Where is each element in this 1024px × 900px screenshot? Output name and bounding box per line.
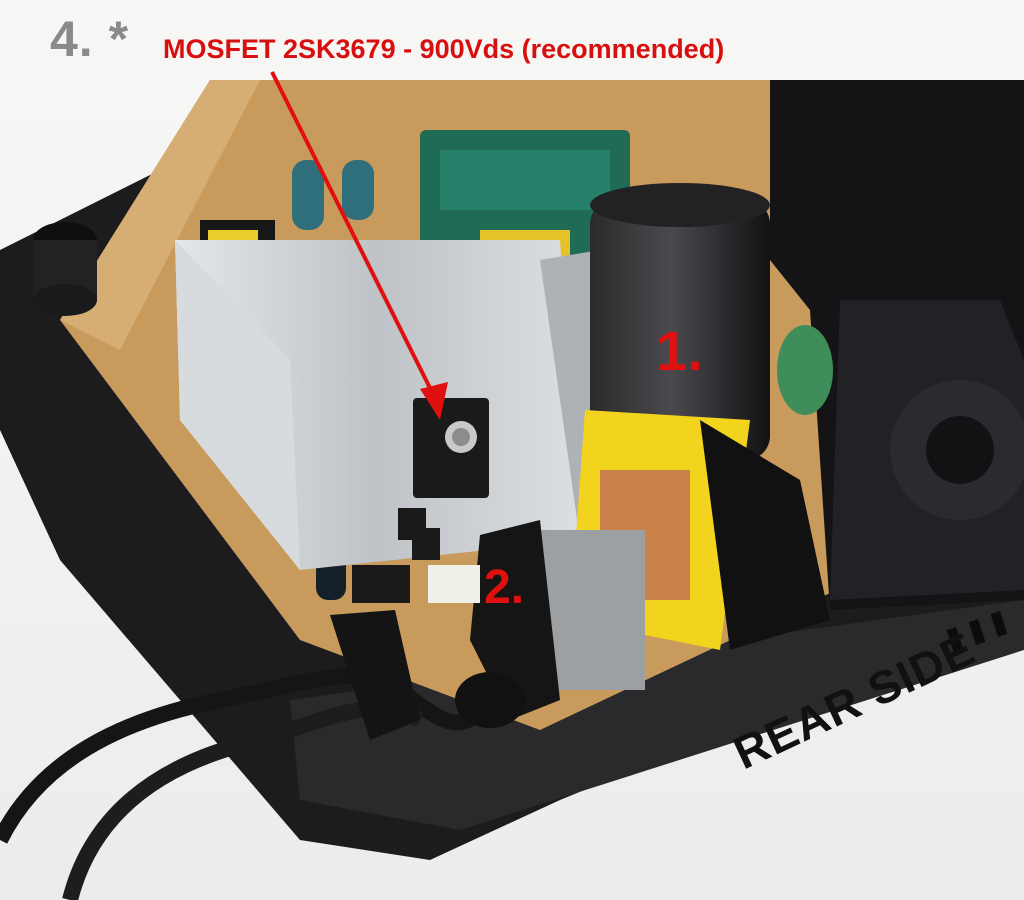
power-cord	[0, 667, 497, 844]
label-bulk-capacitor: 1.	[656, 319, 703, 382]
bulk-capacitor	[590, 200, 770, 460]
small-capacitor	[342, 160, 374, 220]
arrow-head	[420, 382, 448, 420]
resistor	[428, 565, 480, 603]
vent-slots	[946, 611, 1008, 653]
headline: MOSFET 2SK3679 - 900Vds (recommended)	[163, 34, 725, 64]
arrow-line	[270, 71, 440, 405]
step-number: 4. *	[50, 11, 130, 67]
small-capacitor	[292, 160, 324, 230]
ic-chip	[352, 565, 410, 603]
label-fuse: 2.	[484, 561, 525, 614]
varistor	[777, 325, 833, 415]
transistor	[412, 528, 440, 560]
fuse-sleeve	[470, 520, 560, 720]
